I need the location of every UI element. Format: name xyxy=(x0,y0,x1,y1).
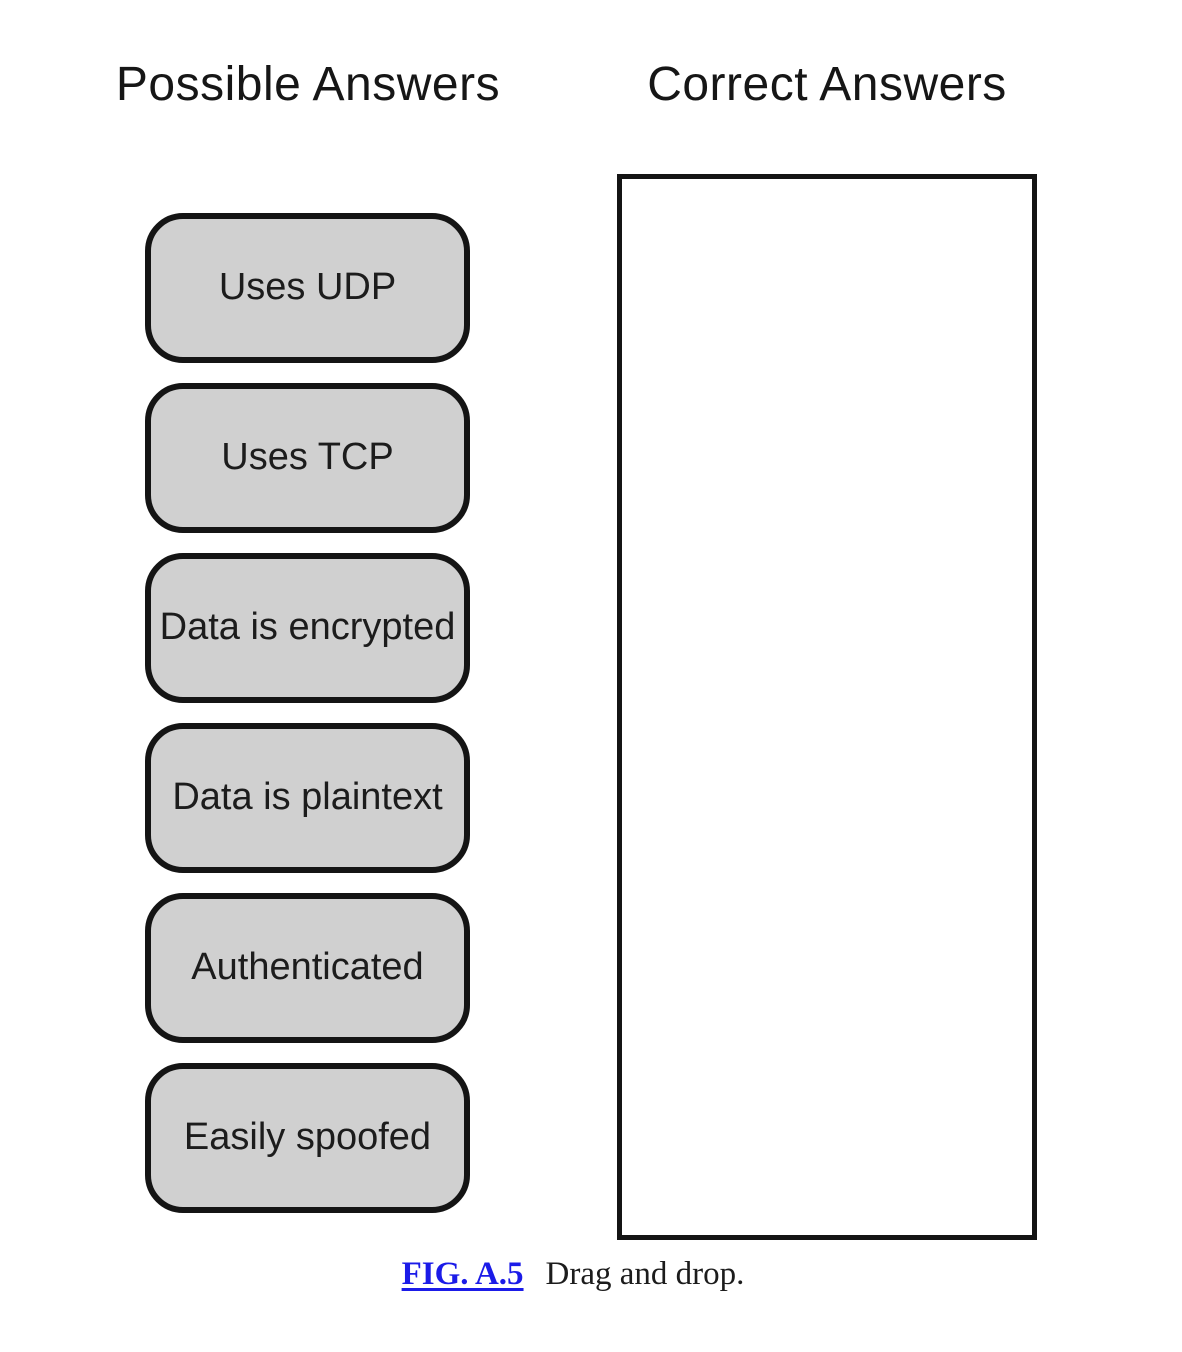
answer-chip-label: Data is plaintext xyxy=(172,776,443,819)
answer-chip-label: Uses UDP xyxy=(218,266,397,309)
answer-chip-data-is-plaintext[interactable]: Data is plaintext xyxy=(145,723,470,873)
possible-answers-list: Uses UDP Uses TCP Data is encrypted Data… xyxy=(145,213,470,1233)
answer-chip-data-is-encrypted[interactable]: Data is encrypted xyxy=(145,553,470,703)
figure-caption-text: Drag and drop. xyxy=(545,1256,745,1292)
correct-answers-dropzone[interactable] xyxy=(617,174,1037,1240)
answer-chip-label: Easily spoofed xyxy=(183,1116,432,1159)
answer-chip-label: Data is encrypted xyxy=(159,606,456,649)
correct-answers-heading: Correct Answers xyxy=(647,58,1007,111)
answer-chip-uses-tcp[interactable]: Uses TCP xyxy=(145,383,470,533)
figure-caption: FIG. A.5 Drag and drop. xyxy=(402,1256,745,1293)
answer-chip-label: Authenticated xyxy=(191,946,424,989)
possible-answers-heading: Possible Answers xyxy=(115,58,501,111)
answer-chip-label: Uses TCP xyxy=(221,436,394,479)
answer-chip-authenticated[interactable]: Authenticated xyxy=(145,893,470,1043)
figure-number-link[interactable]: FIG. A.5 xyxy=(401,1256,524,1292)
answer-chip-uses-udp[interactable]: Uses UDP xyxy=(145,213,470,363)
answer-chip-easily-spoofed[interactable]: Easily spoofed xyxy=(145,1063,470,1213)
